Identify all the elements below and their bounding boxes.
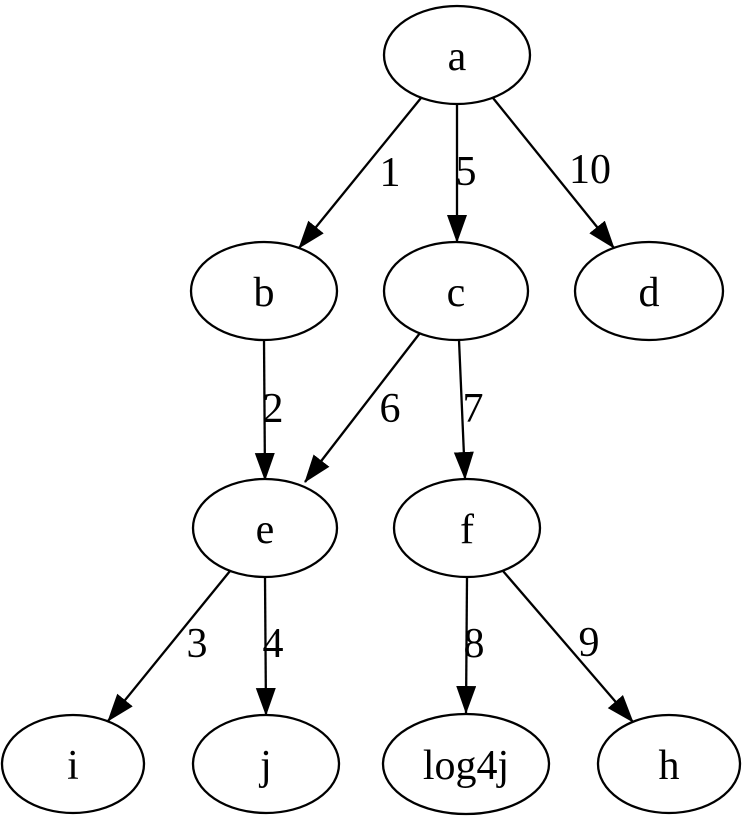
edge-a-d (492, 97, 615, 249)
node-label-e: e (256, 507, 275, 553)
edge-c-e (304, 332, 421, 483)
node-label-j: j (258, 743, 272, 789)
edge-f-h (502, 570, 634, 723)
edge-b-e (254, 339, 275, 481)
node-label-f: f (460, 507, 474, 553)
node-label-h: h (659, 743, 680, 789)
edge-e-i (107, 570, 231, 722)
edge-label-c-f: 7 (463, 386, 484, 432)
edge-label-f-h: 9 (579, 620, 600, 666)
node-log4j (381, 712, 551, 816)
edge-e-j (255, 576, 276, 716)
node-c (382, 240, 530, 342)
edge-label-f-log4j: 8 (464, 621, 485, 667)
node-a (382, 4, 532, 106)
node-i (0, 713, 146, 815)
node-j (191, 713, 341, 815)
edge-a-b (298, 97, 422, 249)
graph-root: 1 5 10 2 6 7 3 4 8 9 a b c d e f i j log4j h (0, 4, 742, 816)
edge-label-a-c: 5 (456, 149, 477, 195)
node-f (392, 477, 542, 579)
edge-label-e-j: 4 (263, 621, 284, 667)
node-label-log4j: log4j (423, 743, 509, 789)
node-h (596, 713, 742, 815)
edge-f-log4j (456, 576, 477, 714)
node-label-i: i (67, 743, 79, 789)
edge-label-b-e: 2 (263, 386, 284, 432)
edge-label-a-d: 10 (569, 147, 611, 193)
edge-label-a-b: 1 (380, 150, 401, 196)
node-label-d: d (639, 270, 660, 316)
node-label-c: c (447, 270, 466, 316)
edge-label-c-e: 6 (380, 386, 401, 432)
node-label-b: b (254, 270, 275, 316)
node-label-a: a (448, 34, 467, 80)
edge-label-e-i: 3 (187, 621, 208, 667)
node-d (573, 240, 725, 342)
node-b (189, 240, 339, 342)
edge-c-f (453, 339, 474, 480)
node-e (191, 477, 339, 579)
